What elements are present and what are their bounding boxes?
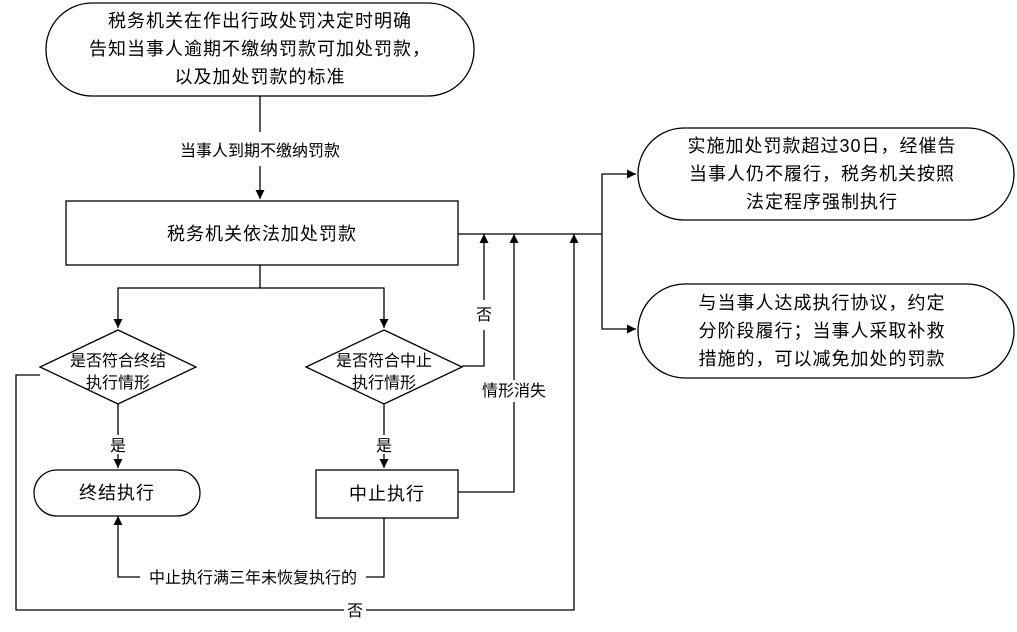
edge-suspend-no [462, 234, 484, 367]
node-agreement-line-3: 措施的，可以减免加处的罚款 [699, 349, 946, 369]
edge-label-overdue: 当事人到期不缴纳罚款 [180, 142, 340, 160]
node-suspend-check-line-2: 执行情形 [352, 374, 416, 392]
node-suspend-check [304, 329, 464, 405]
node-suspend [315, 469, 459, 519]
edge-to-agreement [601, 234, 636, 334]
node-enforce-line-3: 法定程序强制执行 [746, 192, 898, 212]
edge-situation-gone [458, 234, 514, 493]
edge-terminate-no [15, 234, 574, 611]
node-enforce-line-2: 当事人仍不履行，税务机关按照 [689, 164, 955, 184]
node-terminate-label: 终结执行 [79, 483, 155, 503]
edge-three-years [118, 516, 385, 578]
node-agreement-line-1: 与当事人达成执行协议，约定 [699, 293, 946, 313]
edge-label-terminate-yes: 是 [110, 438, 126, 455]
node-notify-line-2: 告知当事人逾期不缴纳罚款可加处罚款， [89, 39, 431, 59]
node-terminate-check [38, 329, 198, 405]
node-terminate-check-line-2: 执行情形 [86, 374, 150, 392]
node-agreement-line-2: 分阶段履行；当事人采取补救 [699, 321, 946, 341]
node-surcharge-label: 税务机关依法加处罚款 [167, 224, 357, 244]
edge-surcharge-to-suspend-check [260, 287, 389, 328]
edge-label-suspend-no: 否 [476, 307, 492, 324]
edge-to-enforce [601, 169, 636, 234]
edge-label-three-years: 中止执行满三年未恢复执行的 [149, 569, 357, 587]
edge-surcharge-split [113, 265, 261, 328]
edge-label-situation-gone: 情形消失 [482, 382, 546, 400]
node-surcharge [65, 200, 459, 266]
node-terminate [33, 469, 201, 517]
node-enforce [637, 127, 1015, 221]
edge-label-terminate-no: 否 [347, 603, 363, 620]
edge-label-suspend-yes: 是 [376, 438, 392, 455]
node-notify [45, 2, 475, 97]
node-notify-line-1: 税务机关在作出行政处罚决定时明确 [108, 11, 412, 31]
node-agreement [637, 283, 1015, 379]
node-suspend-label: 中止执行 [349, 484, 425, 504]
node-notify-line-3: 以及加处罚款的标准 [175, 67, 346, 87]
node-enforce-line-1: 实施加处罚款超过30日，经催告 [687, 136, 956, 156]
node-terminate-check-line-1: 是否符合终结 [70, 352, 166, 370]
node-suspend-check-line-1: 是否符合中止 [336, 352, 432, 370]
